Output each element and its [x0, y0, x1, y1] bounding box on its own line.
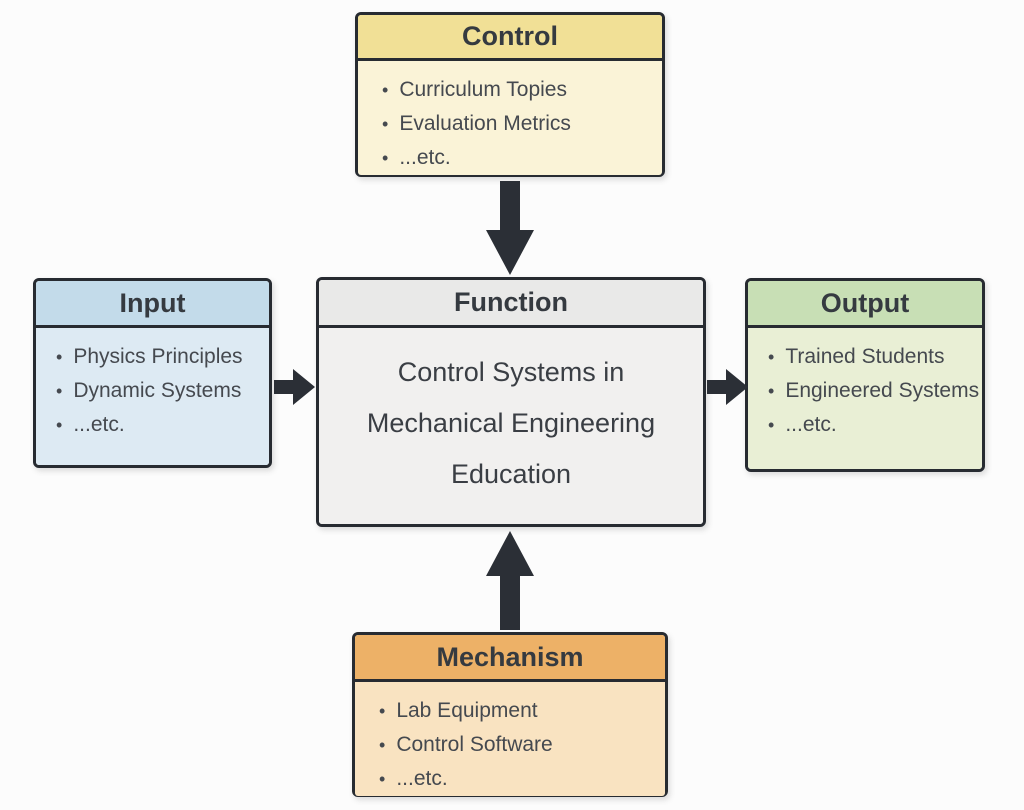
output-box: Output • Trained Students • Engineered Sys…	[745, 278, 985, 472]
function-label-line: Education	[450, 458, 572, 489]
input-box-body: • Physics Principles • Dynamic Systems •..…	[36, 328, 269, 465]
mechanism-box: Mechanism • Lab Equipment • Control Softwa…	[352, 632, 668, 797]
list-item: • ...etc.	[768, 408, 976, 442]
bullet-icon: •	[379, 701, 386, 721]
bullet-icon: •	[382, 80, 389, 100]
function-box: Function Control Systems in Mechanical E…	[316, 277, 706, 527]
control-box-header: Control	[358, 15, 662, 61]
arrow-function-to-output-icon	[707, 367, 748, 407]
function-box-title: Function	[454, 287, 568, 317]
control-box-title: Control	[462, 21, 558, 51]
list-item-label: ...etc.	[73, 413, 125, 436]
list-item-label: Engineered Systems	[785, 379, 980, 402]
bullet-icon: •	[382, 114, 389, 134]
output-box-body: • Trained Students • Engineered Systems •.…	[748, 328, 982, 469]
control-item-list: • Curriculum Topies • Evaluation Metrics •…	[358, 61, 662, 175]
list-item: • Trained Students	[768, 340, 976, 374]
function-box-body: Control Systems in Mechanical Engineerin…	[319, 328, 703, 524]
control-box: Control • Curriculum Topies • Evaluation M…	[355, 12, 665, 177]
mechanism-item-list: • Lab Equipment • Control Software • ...etc…	[355, 682, 665, 796]
list-item: • Lab Equipment	[379, 694, 659, 728]
input-box-title: Input	[119, 287, 186, 318]
list-item: • Curriculum Topies	[382, 73, 656, 107]
output-box-title: Output	[820, 287, 910, 318]
list-item-label: Trained Students	[785, 345, 945, 368]
list-item-label: ...etc.	[396, 767, 448, 790]
list-item: • Dynamic Systems	[56, 374, 263, 408]
input-item-list: • Physics Principles • Dynamic Systems •..…	[36, 328, 269, 442]
arrow-input-to-function-icon	[274, 367, 315, 407]
control-box-body: • Curriculum Topies • Evaluation Metrics •…	[358, 61, 662, 175]
bullet-icon: •	[379, 769, 386, 789]
list-item: • Control Software	[379, 728, 659, 762]
list-item-label: Curriculum Topies	[399, 78, 567, 101]
bullet-icon: •	[768, 415, 775, 435]
list-item-label: Control Software	[396, 733, 553, 756]
bullet-icon: •	[768, 381, 775, 401]
list-item: • Engineered Systems	[768, 374, 980, 408]
list-item-label: ...etc.	[785, 413, 837, 436]
list-item-label: Dynamic Systems	[73, 379, 242, 402]
bullet-icon: •	[382, 148, 389, 168]
list-item-label: Lab Equipment	[396, 699, 538, 722]
bullet-icon: •	[379, 735, 386, 755]
mechanism-box-title: Mechanism	[436, 641, 584, 672]
mechanism-box-body: • Lab Equipment • Control Software • ...etc…	[355, 682, 665, 796]
output-box-header: Output	[748, 281, 982, 328]
list-item: • ...etc.	[379, 762, 659, 796]
list-item-label: Evaluation Metrics	[399, 112, 571, 135]
list-item-label: Physics Principles	[73, 345, 243, 368]
list-item: • ...etc.	[56, 408, 263, 442]
bullet-icon: •	[56, 415, 63, 435]
function-box-header: Function	[319, 280, 703, 328]
mechanism-box-header: Mechanism	[355, 635, 665, 682]
arrow-mechanism-to-function-icon	[482, 531, 538, 630]
input-box: Input • Physics Principles • Dynamic Syste…	[33, 278, 272, 468]
bullet-icon: •	[768, 347, 775, 367]
bullet-icon: •	[56, 381, 63, 401]
arrow-control-to-function-icon	[482, 181, 538, 275]
list-item: • ...etc.	[382, 141, 656, 175]
bullet-icon: •	[56, 347, 63, 367]
function-label-line: Control Systems in	[397, 356, 625, 387]
list-item: • Evaluation Metrics	[382, 107, 656, 141]
list-item: • Physics Principles	[56, 340, 263, 374]
input-box-header: Input	[36, 281, 269, 328]
output-item-list: • Trained Students • Engineered Systems •.…	[748, 328, 982, 442]
list-item-label: ...etc.	[399, 146, 451, 169]
function-label-line: Mechanical Engineering	[366, 407, 656, 438]
